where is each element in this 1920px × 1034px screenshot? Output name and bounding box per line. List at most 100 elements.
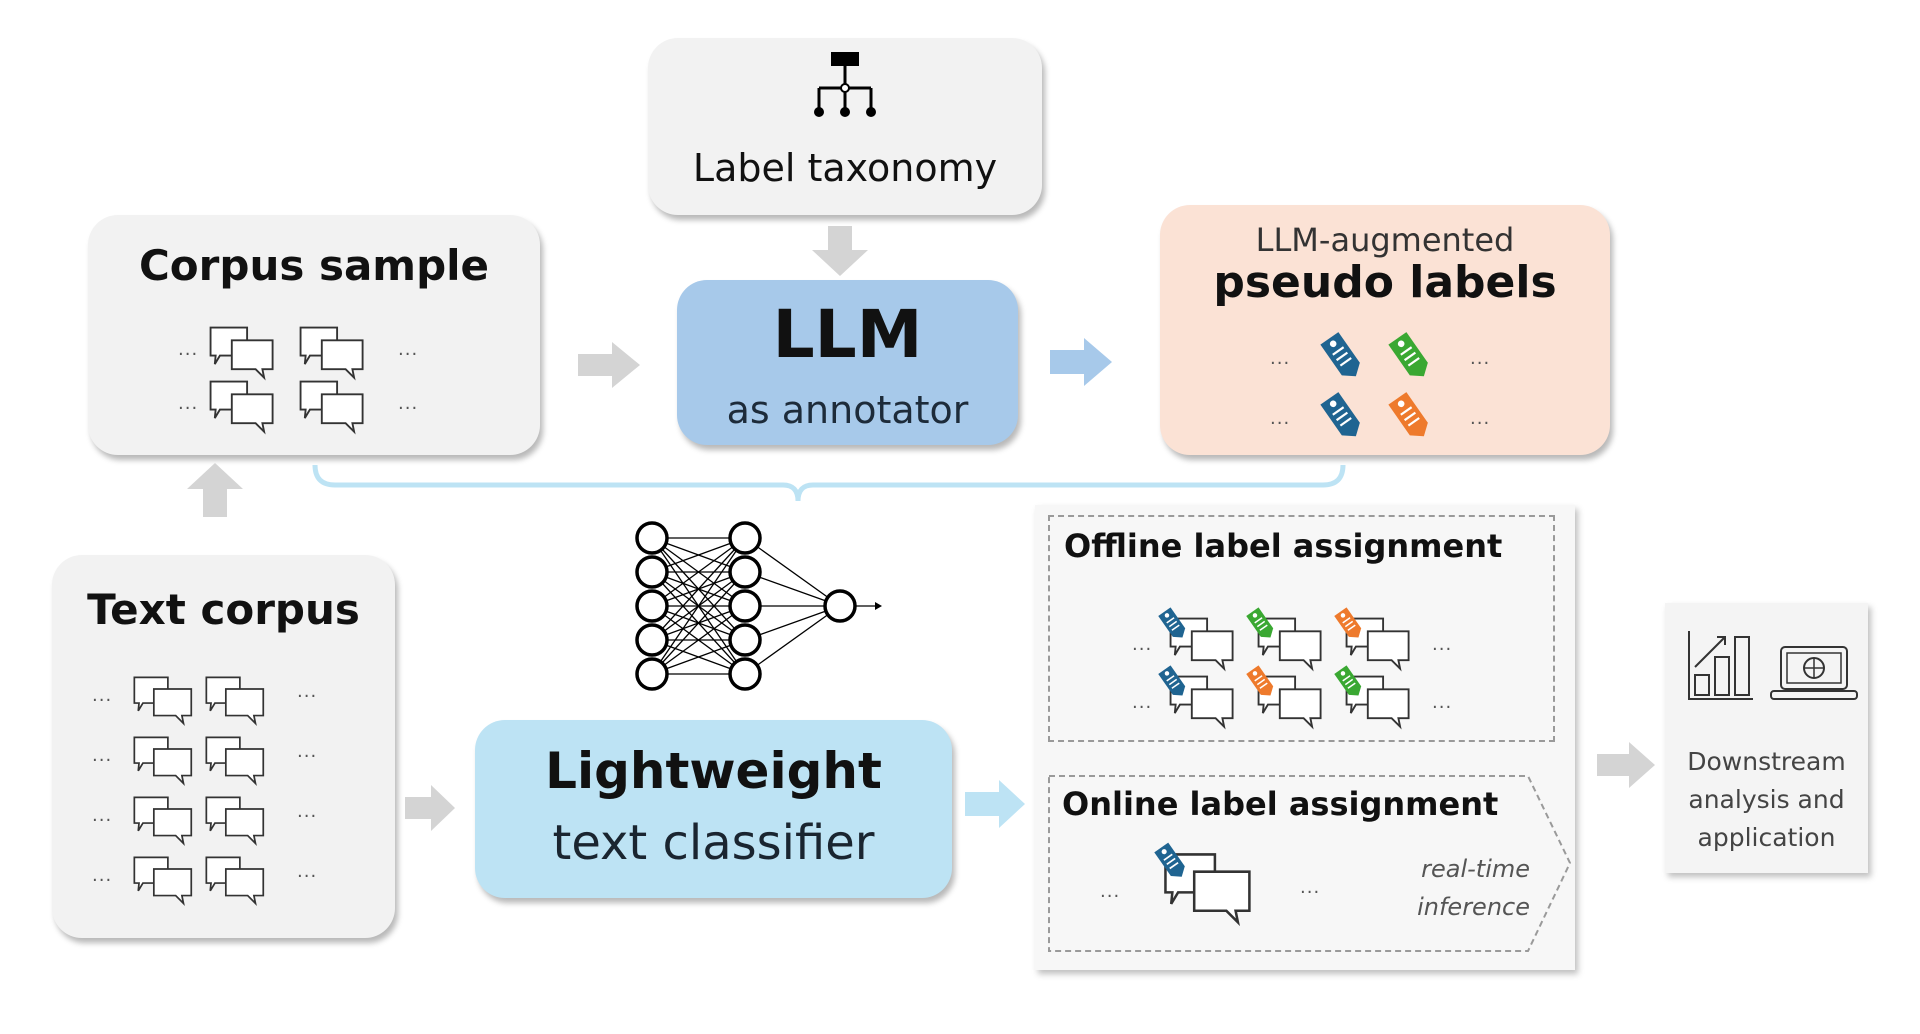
- chat-bubble-icon: [132, 735, 194, 789]
- chat-bubble-icon: [132, 675, 194, 729]
- nn-edge: [744, 605, 841, 641]
- llm-subtitle: as annotator: [726, 388, 969, 432]
- bar-chart-icon: [1688, 631, 1753, 700]
- ellipsis: ...: [1300, 877, 1321, 898]
- tag-icon: [1388, 330, 1432, 387]
- tagged-bubble: ... ...: [1100, 842, 1350, 945]
- pseudo-labels-box: LLM-augmented pseudo labels ... ......: [1160, 205, 1610, 455]
- online-assignment-box: [1048, 775, 1572, 952]
- online-note: real-time inference: [1380, 850, 1530, 926]
- chat-bubble-icon: [208, 379, 276, 437]
- tagged-bubbles-grid: ... ......: [1132, 607, 1472, 732]
- tag-icon: [1320, 330, 1364, 387]
- online-title: Online label assignment: [1062, 785, 1499, 823]
- tag-icon: [1334, 606, 1364, 646]
- nn-node: [728, 521, 762, 555]
- classifier-subtitle: text classifier: [552, 815, 875, 871]
- tag-icon: [1246, 664, 1276, 704]
- downstream-label: Downstream analysis and application: [1665, 743, 1868, 857]
- ellipsis: ...: [1132, 634, 1153, 655]
- hierarchy-icon: [814, 52, 876, 117]
- chat-bubbles-grid: ... ...... ...: [178, 325, 448, 435]
- chat-bubble-icon: [1256, 674, 1324, 732]
- offline-title: Offline label assignment: [1064, 527, 1503, 565]
- text-corpus-title: Text corpus: [87, 585, 360, 634]
- label-taxonomy-box: Label taxonomy: [648, 38, 1042, 215]
- chat-bubble-icon: [132, 855, 194, 909]
- ellipsis: ...: [178, 393, 199, 414]
- nn-node: [728, 589, 762, 623]
- ellipsis: ...: [398, 339, 419, 360]
- tag-icon: [1246, 606, 1276, 646]
- label-assignment-panel: [1035, 505, 1575, 970]
- llm-title: LLM: [772, 296, 923, 373]
- ellipsis: ...: [297, 801, 318, 822]
- tag-grid: ... ......: [1270, 330, 1500, 440]
- pseudo-labels-title: pseudo labels: [1213, 257, 1557, 308]
- chat-bubble-icon: [1168, 674, 1236, 732]
- nn-edge: [651, 537, 746, 675]
- classifier-box: Lightweight text classifier: [475, 720, 952, 898]
- laptop-globe-icon: [1770, 646, 1858, 700]
- nn-edge: [651, 571, 746, 675]
- downstream-box: Downstream analysis and application: [1665, 603, 1868, 873]
- chat-bubbles-grid: ... ...... ...... ...... ...: [92, 675, 362, 915]
- ellipsis: ...: [1432, 634, 1453, 655]
- text-corpus-box: Text corpus ... ...... ...... ...... ...: [52, 555, 395, 938]
- llm-box: LLM as annotator: [677, 280, 1018, 445]
- chat-bubble-icon: [298, 379, 366, 437]
- down-arrow-icon: [812, 226, 868, 276]
- nn-node: [635, 623, 669, 657]
- bracket-connector: [312, 464, 1346, 502]
- right-arrow-icon: [1597, 742, 1655, 788]
- ellipsis: ...: [1132, 692, 1153, 713]
- chat-bubble-icon: [204, 795, 266, 849]
- pseudo-labels-subtitle: LLM-augmented: [1255, 221, 1515, 259]
- downstream-line2: analysis and: [1688, 785, 1845, 814]
- classifier-title: Lightweight: [545, 742, 882, 800]
- downstream-line1: Downstream: [1687, 747, 1846, 776]
- nn-node: [635, 657, 669, 691]
- nn-edge: [651, 605, 746, 675]
- right-arrow-icon: [1050, 338, 1112, 386]
- tag-icon: [1158, 606, 1188, 646]
- label-taxonomy-title: Label taxonomy: [692, 146, 998, 190]
- chat-bubble-icon: [204, 735, 266, 789]
- chat-bubble-icon: [204, 675, 266, 729]
- online-note-line1: real-time: [1421, 855, 1530, 883]
- nn-edge: [744, 605, 841, 675]
- ellipsis: ...: [1100, 881, 1121, 902]
- right-arrow-icon: [578, 342, 640, 388]
- nn-edge: [651, 537, 746, 641]
- corpus-sample-title: Corpus sample: [138, 241, 490, 290]
- nn-node: [728, 657, 762, 691]
- neural-network-icon: [635, 521, 882, 691]
- tag-icon: [1334, 664, 1364, 704]
- online-note-line2: inference: [1417, 893, 1530, 921]
- tag-icon: [1158, 664, 1188, 704]
- tag-icon: [1154, 841, 1188, 886]
- tag-icon: [1388, 390, 1432, 447]
- ellipsis: ...: [1470, 348, 1491, 369]
- ellipsis: ...: [92, 685, 113, 706]
- ellipsis: ...: [1270, 348, 1291, 369]
- nn-edge: [651, 537, 746, 607]
- chat-bubble-icon: [208, 325, 276, 383]
- chat-bubble-icon: [1162, 851, 1254, 929]
- nn-edge: [744, 537, 841, 607]
- tag-icon: [1320, 390, 1364, 447]
- ellipsis: ...: [297, 861, 318, 882]
- ellipsis: ...: [297, 681, 318, 702]
- chat-bubble-icon: [204, 855, 266, 909]
- ellipsis: ...: [1470, 408, 1491, 429]
- nn-edge: [744, 571, 841, 607]
- chat-bubble-icon: [132, 795, 194, 849]
- nn-node: [728, 623, 762, 657]
- downstream-line3: application: [1697, 823, 1836, 852]
- ellipsis: ...: [92, 805, 113, 826]
- right-arrow-icon: [965, 780, 1025, 828]
- nn-node: [635, 555, 669, 589]
- ellipsis: ...: [398, 393, 419, 414]
- ellipsis: ...: [92, 865, 113, 886]
- nn-output-arrowhead: [875, 602, 882, 610]
